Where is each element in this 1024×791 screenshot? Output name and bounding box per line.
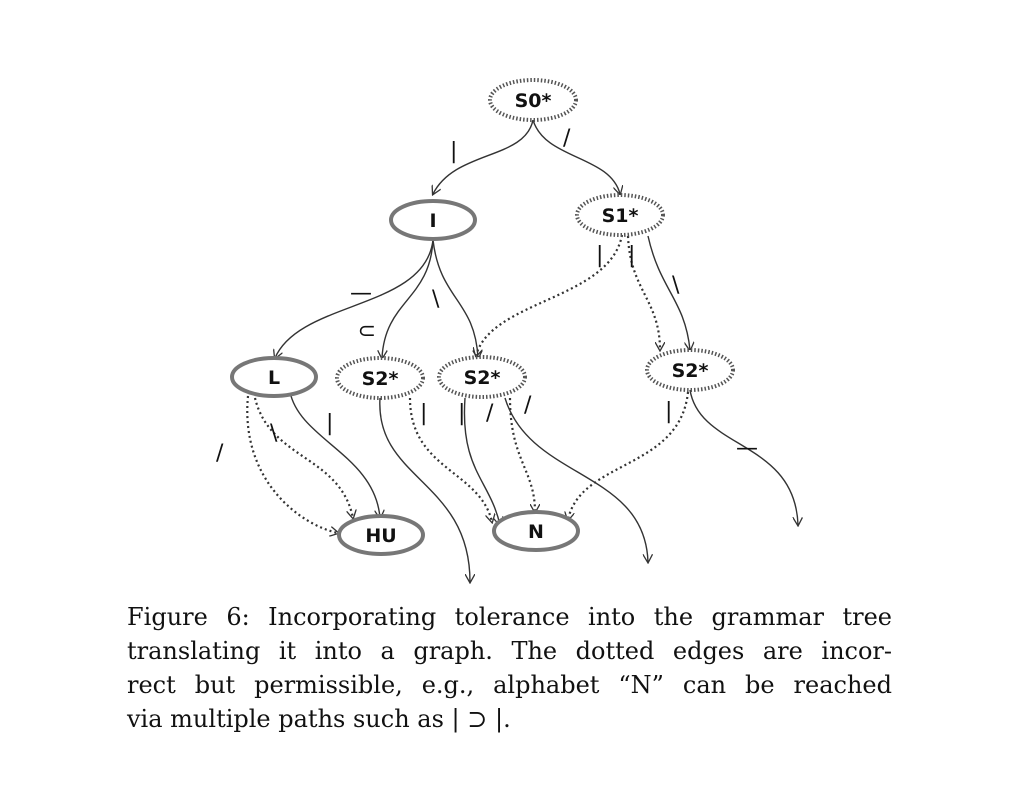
edge-label-l-hu-a: \ xyxy=(270,421,278,446)
edge-s2b-n xyxy=(463,397,500,525)
node-s0: S0* xyxy=(488,78,578,122)
node-n-label: N xyxy=(528,521,544,543)
edge-s2b-out xyxy=(504,397,648,562)
node-s1-label: S1* xyxy=(602,205,639,227)
edge-i-l xyxy=(275,239,434,358)
edge-label-l-hu-b: | xyxy=(326,411,333,436)
edge-s2b-n-dotted xyxy=(508,397,535,512)
node-i-label: I xyxy=(429,210,436,232)
node-hu: HU xyxy=(337,514,425,556)
edge-label-s2b-n-a: | xyxy=(458,401,465,426)
node-i: I xyxy=(389,199,477,241)
edge-label-s1-s2b: | xyxy=(596,243,603,268)
edge-label-s2c-n: | xyxy=(665,399,672,424)
edge-l-hu xyxy=(289,391,380,518)
edge-i-s2a xyxy=(382,239,434,358)
edge-label-i-s2b: \ xyxy=(432,287,440,312)
node-s2-b-label: S2* xyxy=(464,367,501,389)
node-l-label: L xyxy=(268,367,280,389)
node-s2-b: S2* xyxy=(437,355,527,399)
caption-line: rect but permissible, e.g., alphabet “N”… xyxy=(127,671,892,699)
edge-s2c-out xyxy=(689,389,798,525)
node-l: L xyxy=(230,356,318,398)
edge-label-s0-i: | xyxy=(450,139,457,164)
caption-line: Figure 6: Incorporating tolerance into t… xyxy=(127,603,892,631)
edge-i-s2b xyxy=(432,239,478,358)
edge-label-s1-s2c-a: | xyxy=(628,243,635,268)
caption-line: via multiple paths such as | ⊃ |. xyxy=(127,705,511,733)
edge-label-s2a-n: | xyxy=(420,401,427,426)
edge-s1-s2c-dotted xyxy=(626,235,660,350)
edge-label-s2b-n-b: / xyxy=(486,401,494,426)
edge-s2c-n-dotted xyxy=(568,391,690,520)
edge-l-hu-dotted-b xyxy=(253,397,353,518)
node-s2-c-label: S2* xyxy=(672,360,709,382)
node-s1: S1* xyxy=(575,193,665,237)
edge-l-hu-dotted-a xyxy=(246,395,338,533)
edge-label-l-out: / xyxy=(216,441,224,466)
edge-s1-s2b-dotted xyxy=(476,234,624,356)
edge-label-s2c-out: — xyxy=(736,436,758,461)
edge-s2a-out xyxy=(379,397,470,582)
edge-s1-s2c xyxy=(647,235,690,350)
grammar-graph-diagram: | / — ⊃ \ | | \ / \ | | | / / | — S0* S1… xyxy=(216,78,1024,600)
node-s0-label: S0* xyxy=(515,90,552,112)
edge-label-s1-s2c-b: \ xyxy=(672,273,680,298)
caption-line: translating it into a graph. The dotted … xyxy=(127,637,892,665)
node-s2-a: S2* xyxy=(335,356,425,400)
node-s2-c: S2* xyxy=(645,348,735,392)
figure-caption: Figure 6: Incorporating tolerance into t… xyxy=(127,600,892,736)
node-hu-label: HU xyxy=(365,525,396,547)
edge-s2a-n-dotted xyxy=(408,397,492,522)
node-s2-a-label: S2* xyxy=(362,368,399,390)
edge-s0-s1 xyxy=(532,119,620,194)
edge-label-s0-s1: / xyxy=(563,126,571,151)
node-n: N xyxy=(492,510,580,552)
edge-label-s2b-out: / xyxy=(524,393,532,418)
edge-s0-i xyxy=(433,119,534,194)
edge-label-i-s2a: ⊃ xyxy=(358,318,376,343)
edge-label-i-l: — xyxy=(350,281,372,306)
